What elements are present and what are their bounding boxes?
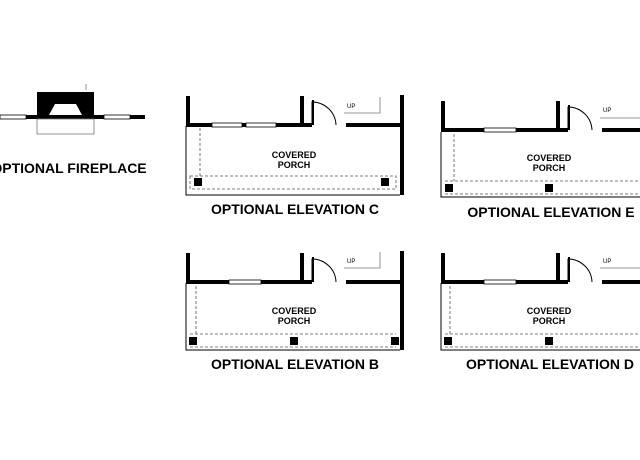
elevation-b-beam <box>190 333 396 348</box>
elevation-d-beam <box>445 333 640 348</box>
elevation-e-stair-up-label: UP <box>603 108 611 114</box>
elevation-d-column-left <box>444 337 452 345</box>
elevation-c-column-right <box>381 178 389 186</box>
fireplace-firebox <box>37 92 94 115</box>
elevation-b-stair-up-label: UP <box>347 259 355 265</box>
elevation-e-back-wall-right <box>602 128 640 132</box>
elevation-c-right-wall <box>400 95 404 195</box>
fireplace-wall <box>0 115 145 119</box>
elevation-d-room-label-1: COVERED <box>527 306 572 316</box>
elevation-d-plan: UP COVERED PORCH OPTIONAL ELEVATION D <box>440 253 640 372</box>
elevation-b-left-wall <box>186 253 190 283</box>
elevation-c-plan: UP COVERED PORCH OPTIONAL ELEVATION C <box>185 95 404 217</box>
elevation-d-left-wall <box>441 253 445 283</box>
elevation-c-column-left <box>194 178 202 186</box>
elevation-e-left-wall <box>441 101 445 131</box>
elevation-d-stair-up-label: UP <box>603 259 611 265</box>
elevation-e-title: OPTIONAL ELEVATION E <box>467 204 634 220</box>
elevation-c-window-2 <box>245 122 277 128</box>
elevation-c-stair <box>344 97 381 114</box>
elevation-b-right-wall <box>400 251 404 350</box>
elevation-d-porch-outline <box>440 283 640 351</box>
elevation-e-porch-outline <box>440 132 640 198</box>
fireplace-title: OPTIONAL FIREPLACE <box>0 160 147 176</box>
elevation-b-title: OPTIONAL ELEVATION B <box>211 356 379 372</box>
elevation-c-back-wall-right <box>346 123 404 127</box>
elevation-b-back-wall-right <box>346 280 404 284</box>
elevation-c-room-label-2: PORCH <box>278 160 311 170</box>
elevation-b-door-swing <box>311 258 337 283</box>
elevation-c-interior-wall <box>300 96 304 126</box>
elevation-d-door-leaf <box>568 257 570 282</box>
elevation-c-porch-outline <box>185 126 400 196</box>
elevation-c-door-leaf <box>312 100 314 125</box>
elevation-e-door-swing <box>567 106 593 131</box>
elevation-d-interior-wall <box>556 253 560 283</box>
elevation-c-title: OPTIONAL ELEVATION C <box>211 201 379 217</box>
elevation-e-room-label-1: COVERED <box>527 153 572 163</box>
fireplace-hearth <box>36 118 95 135</box>
elevation-d-window <box>483 279 517 285</box>
elevation-d-door-swing <box>567 258 593 283</box>
fireplace-detail: OPTIONAL FIREPLACE <box>0 84 147 176</box>
elevation-b-column-mid <box>290 337 298 345</box>
elevation-e-column-left <box>445 184 453 192</box>
elevation-b-column-right <box>391 337 399 345</box>
elevation-c-stair-up-label: UP <box>347 104 355 110</box>
elevation-b-stair <box>344 252 381 269</box>
elevation-c-beam <box>189 175 397 190</box>
elevation-b-window <box>228 279 262 285</box>
elevation-e-column-mid <box>545 184 553 192</box>
elevation-d-room-label-2: PORCH <box>533 316 566 326</box>
elevation-c-door-swing <box>311 101 337 126</box>
fireplace-window-right <box>103 114 131 120</box>
elevation-e-door-leaf <box>568 105 570 130</box>
elevation-b-room-label-1: COVERED <box>272 306 317 316</box>
elevation-b-column-left <box>189 337 197 345</box>
elevation-e-window <box>483 127 517 133</box>
elevation-d-back-wall-right <box>602 280 640 284</box>
fireplace-window-left <box>0 114 27 120</box>
elevation-b-interior-wall <box>300 253 304 283</box>
elevation-b-room-label-2: PORCH <box>278 316 311 326</box>
elevation-b-door-leaf <box>312 257 314 282</box>
elevation-e-interior-wall <box>556 101 560 131</box>
elevation-b-porch-outline <box>185 283 400 351</box>
elevation-e-room-label-2: PORCH <box>533 163 566 173</box>
elevation-c-window-1 <box>211 122 243 128</box>
elevation-d-column-mid <box>545 337 553 345</box>
elevation-c-room-label-1: COVERED <box>272 150 317 160</box>
elevation-d-title: OPTIONAL ELEVATION D <box>466 356 634 372</box>
elevation-e-beam <box>445 180 640 195</box>
elevation-b-plan: UP COVERED PORCH OPTIONAL ELEVATION B <box>185 251 404 372</box>
elevation-e-plan: UP COVERED PORCH OPTIONAL ELEVATION E <box>440 101 640 220</box>
elevation-c-left-wall <box>186 96 190 126</box>
